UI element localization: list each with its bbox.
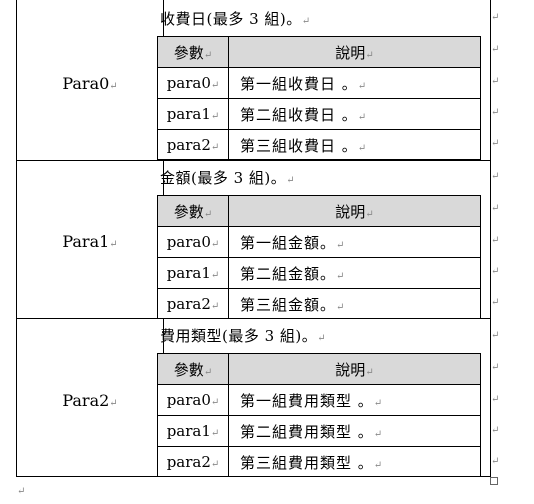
end-of-row-mark: ↵	[491, 203, 500, 214]
table-cell: para2↵	[166, 295, 220, 313]
table-cell: 第三組費用類型 。↵	[240, 454, 384, 472]
table-cell: 第三組金額。↵	[240, 296, 346, 314]
table-cell: para1↵	[166, 105, 220, 123]
table-cell: para1↵	[166, 422, 220, 440]
paragraph-mark: ↵	[17, 486, 26, 497]
inner-table-header	[158, 354, 480, 384]
table-cell: para0↵	[166, 74, 220, 92]
table-cell: para0↵	[166, 391, 220, 409]
table-resize-handle[interactable]	[490, 477, 498, 485]
param-name: Para2↵	[62, 391, 118, 410]
table-cell: 第一組金額。↵	[240, 234, 346, 252]
end-of-row-mark: ↵	[491, 456, 500, 467]
inner-table: 參數↵ 說明↵ para0↵ 第一組費用類型 。↵ para1↵ 第二組費用類型…	[157, 353, 481, 477]
table-cell: 第二組收費日 。↵	[240, 106, 368, 124]
header-cell-param: 參數↵	[173, 44, 213, 62]
end-of-row-mark: ↵	[491, 330, 500, 341]
inner-table: 參數↵ 說明↵ para0↵ 第一組收費日 。↵ para1↵ 第二組收費日 。…	[157, 36, 481, 160]
table-cell: 第二組費用類型 。↵	[240, 423, 384, 441]
row-divider	[17, 160, 491, 161]
end-of-row-mark: ↵	[491, 12, 500, 23]
table-cell: para2↵	[166, 136, 220, 154]
table-cell: para2↵	[166, 453, 220, 471]
inner-table-header	[158, 196, 480, 226]
header-cell-desc: 說明↵	[335, 203, 374, 221]
table-cell: para0↵	[166, 233, 220, 251]
end-of-row-mark: ↵	[491, 394, 500, 405]
param-description: 費用類型(最多 3 組)。↵	[160, 327, 327, 345]
end-of-row-mark: ↵	[491, 107, 500, 118]
end-of-row-mark: ↵	[491, 171, 500, 182]
inner-table: 參數↵ 說明↵ para0↵ 第一組金額。↵ para1↵ 第二組金額。↵ pa…	[157, 195, 481, 319]
param-description: 金額(最多 3 組)。↵	[160, 169, 296, 187]
header-cell-param: 參數↵	[173, 203, 213, 221]
inner-table-header	[158, 37, 480, 67]
param-name: Para1↵	[62, 232, 118, 251]
table-cell: 第三組收費日 。↵	[240, 137, 368, 155]
end-of-row-mark: ↵	[491, 297, 500, 308]
end-of-row-mark: ↵	[491, 266, 500, 277]
parameter-table: Para0↵ 收費日(最多 3 組)。↵ 參數↵ 說明↵ para0↵ 第一組收…	[16, 0, 491, 477]
end-of-row-mark: ↵	[491, 235, 500, 246]
param-name: Para0↵	[62, 74, 118, 93]
table-cell: para1↵	[166, 264, 220, 282]
table-cell: 第一組收費日 。↵	[240, 75, 368, 93]
end-of-row-mark: ↵	[491, 138, 500, 149]
end-of-row-mark: ↵	[491, 76, 500, 87]
end-of-row-mark: ↵	[491, 44, 500, 55]
header-cell-param: 參數↵	[173, 361, 213, 379]
table-cell: 第二組金額。↵	[240, 265, 346, 283]
end-of-row-mark: ↵	[491, 425, 500, 436]
end-of-row-mark: ↵	[491, 362, 500, 373]
table-cell: 第一組費用類型 。↵	[240, 392, 384, 410]
header-cell-desc: 說明↵	[335, 44, 374, 62]
header-cell-desc: 說明↵	[335, 361, 374, 379]
param-description: 收費日(最多 3 組)。↵	[160, 10, 311, 28]
